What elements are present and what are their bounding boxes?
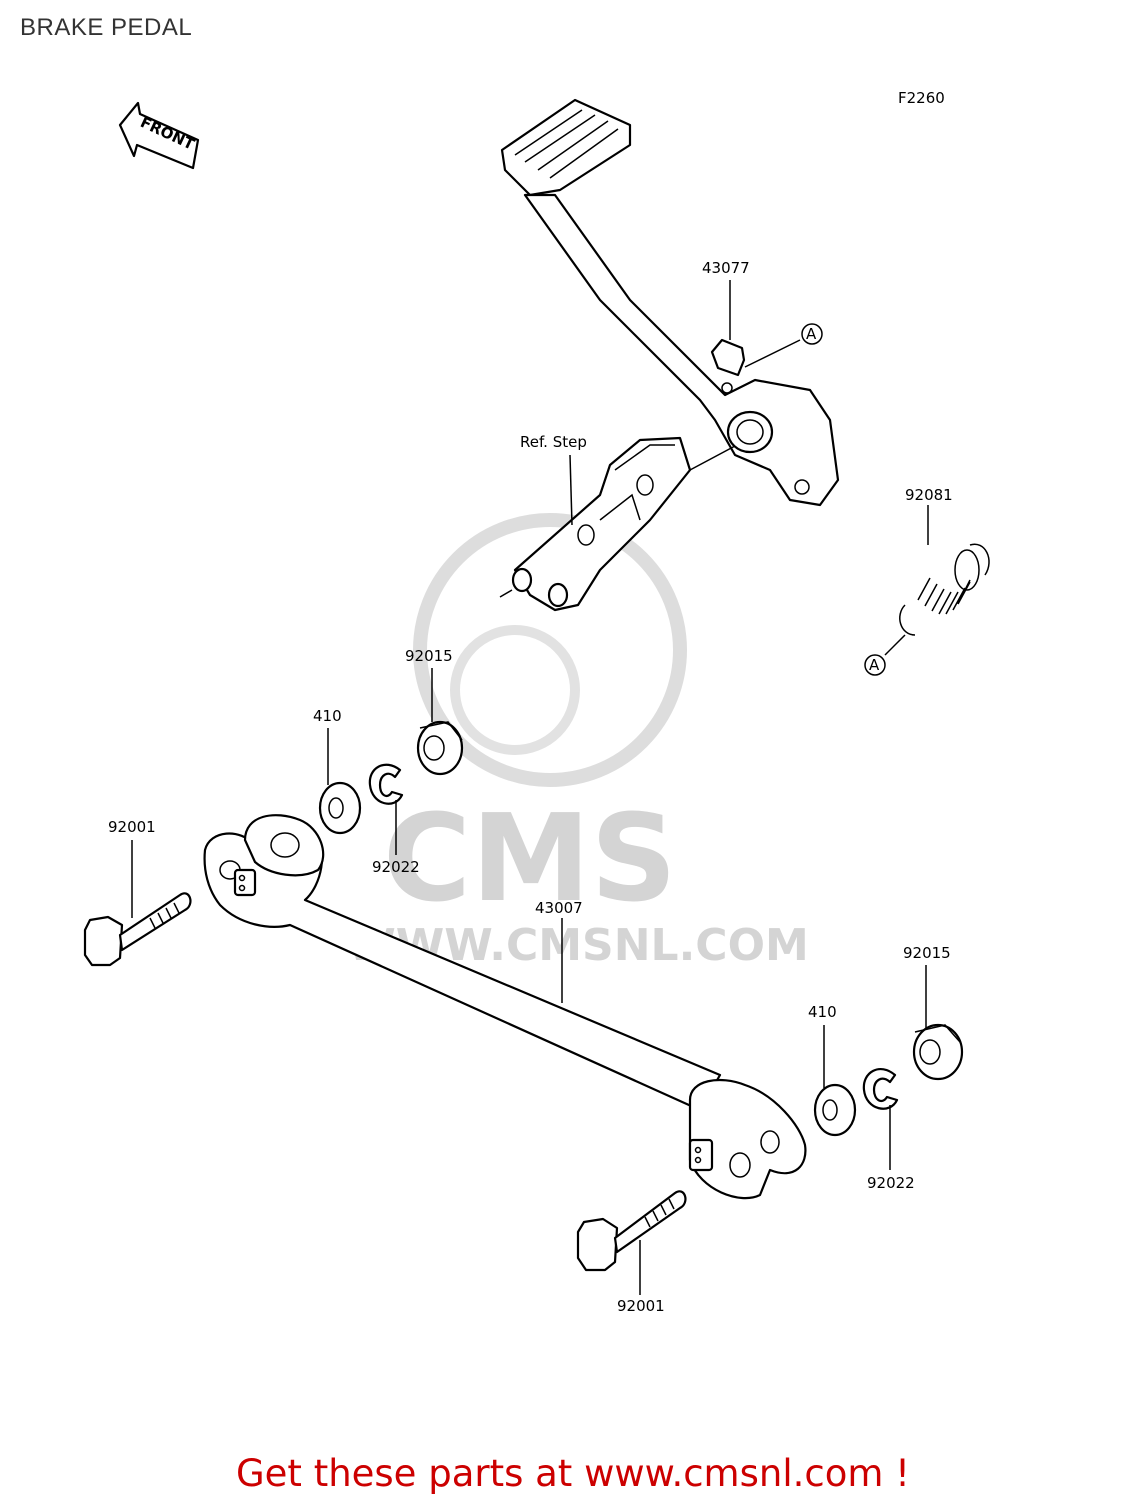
label-ref-step: Ref. Step	[520, 433, 587, 451]
marker-a-lower-label: A	[869, 656, 880, 674]
return-spring-drawing	[899, 543, 990, 636]
marker-a-lower	[864, 654, 886, 676]
label-lock-washer-lower: 92022	[867, 1174, 915, 1192]
label-return-spring: 92081	[905, 486, 953, 504]
label-brake-pedal: 43077	[702, 259, 750, 277]
parts-diagram: CMS WWW.CMSNL.COM FRONT F2260 43077 A Re…	[83, 89, 990, 1315]
label-nut-upper: 92015	[405, 647, 453, 665]
label-washer-upper: 410	[313, 707, 342, 725]
figure-code: F2260	[898, 89, 945, 107]
label-washer-lower: 410	[808, 1003, 837, 1021]
label-nut-lower: 92015	[903, 944, 951, 962]
label-bolt-lower: 92001	[617, 1297, 665, 1315]
bolt-upper-drawing	[83, 892, 192, 967]
marker-a-upper-label: A	[806, 325, 817, 343]
brake-pedal-drawing	[500, 98, 840, 507]
bolt-lower-drawing	[576, 1190, 687, 1272]
washer-upper-drawing	[318, 781, 362, 835]
watermark-brand: CMS	[383, 790, 677, 929]
label-lock-washer-upper: 92022	[372, 858, 420, 876]
washer-lower-drawing	[813, 1083, 857, 1137]
footer-parts-link[interactable]: Get these parts at www.cmsnl.com !	[235, 1452, 910, 1495]
nut-upper-drawing	[416, 720, 464, 776]
label-bolt-upper: 92001	[108, 818, 156, 836]
lock-washer-lower-drawing	[862, 1068, 899, 1110]
lock-washer-upper-drawing	[368, 763, 404, 805]
nut-lower-drawing	[912, 1023, 964, 1081]
front-arrow: FRONT	[118, 101, 200, 170]
watermark: CMS WWW.CMSNL.COM	[347, 513, 809, 971]
ref-step-drawing	[511, 436, 692, 612]
marker-a-upper	[801, 323, 823, 345]
label-rod: 43007	[535, 899, 583, 917]
page-title: BRAKE PEDAL	[20, 14, 193, 41]
rod-drawing	[203, 814, 807, 1200]
